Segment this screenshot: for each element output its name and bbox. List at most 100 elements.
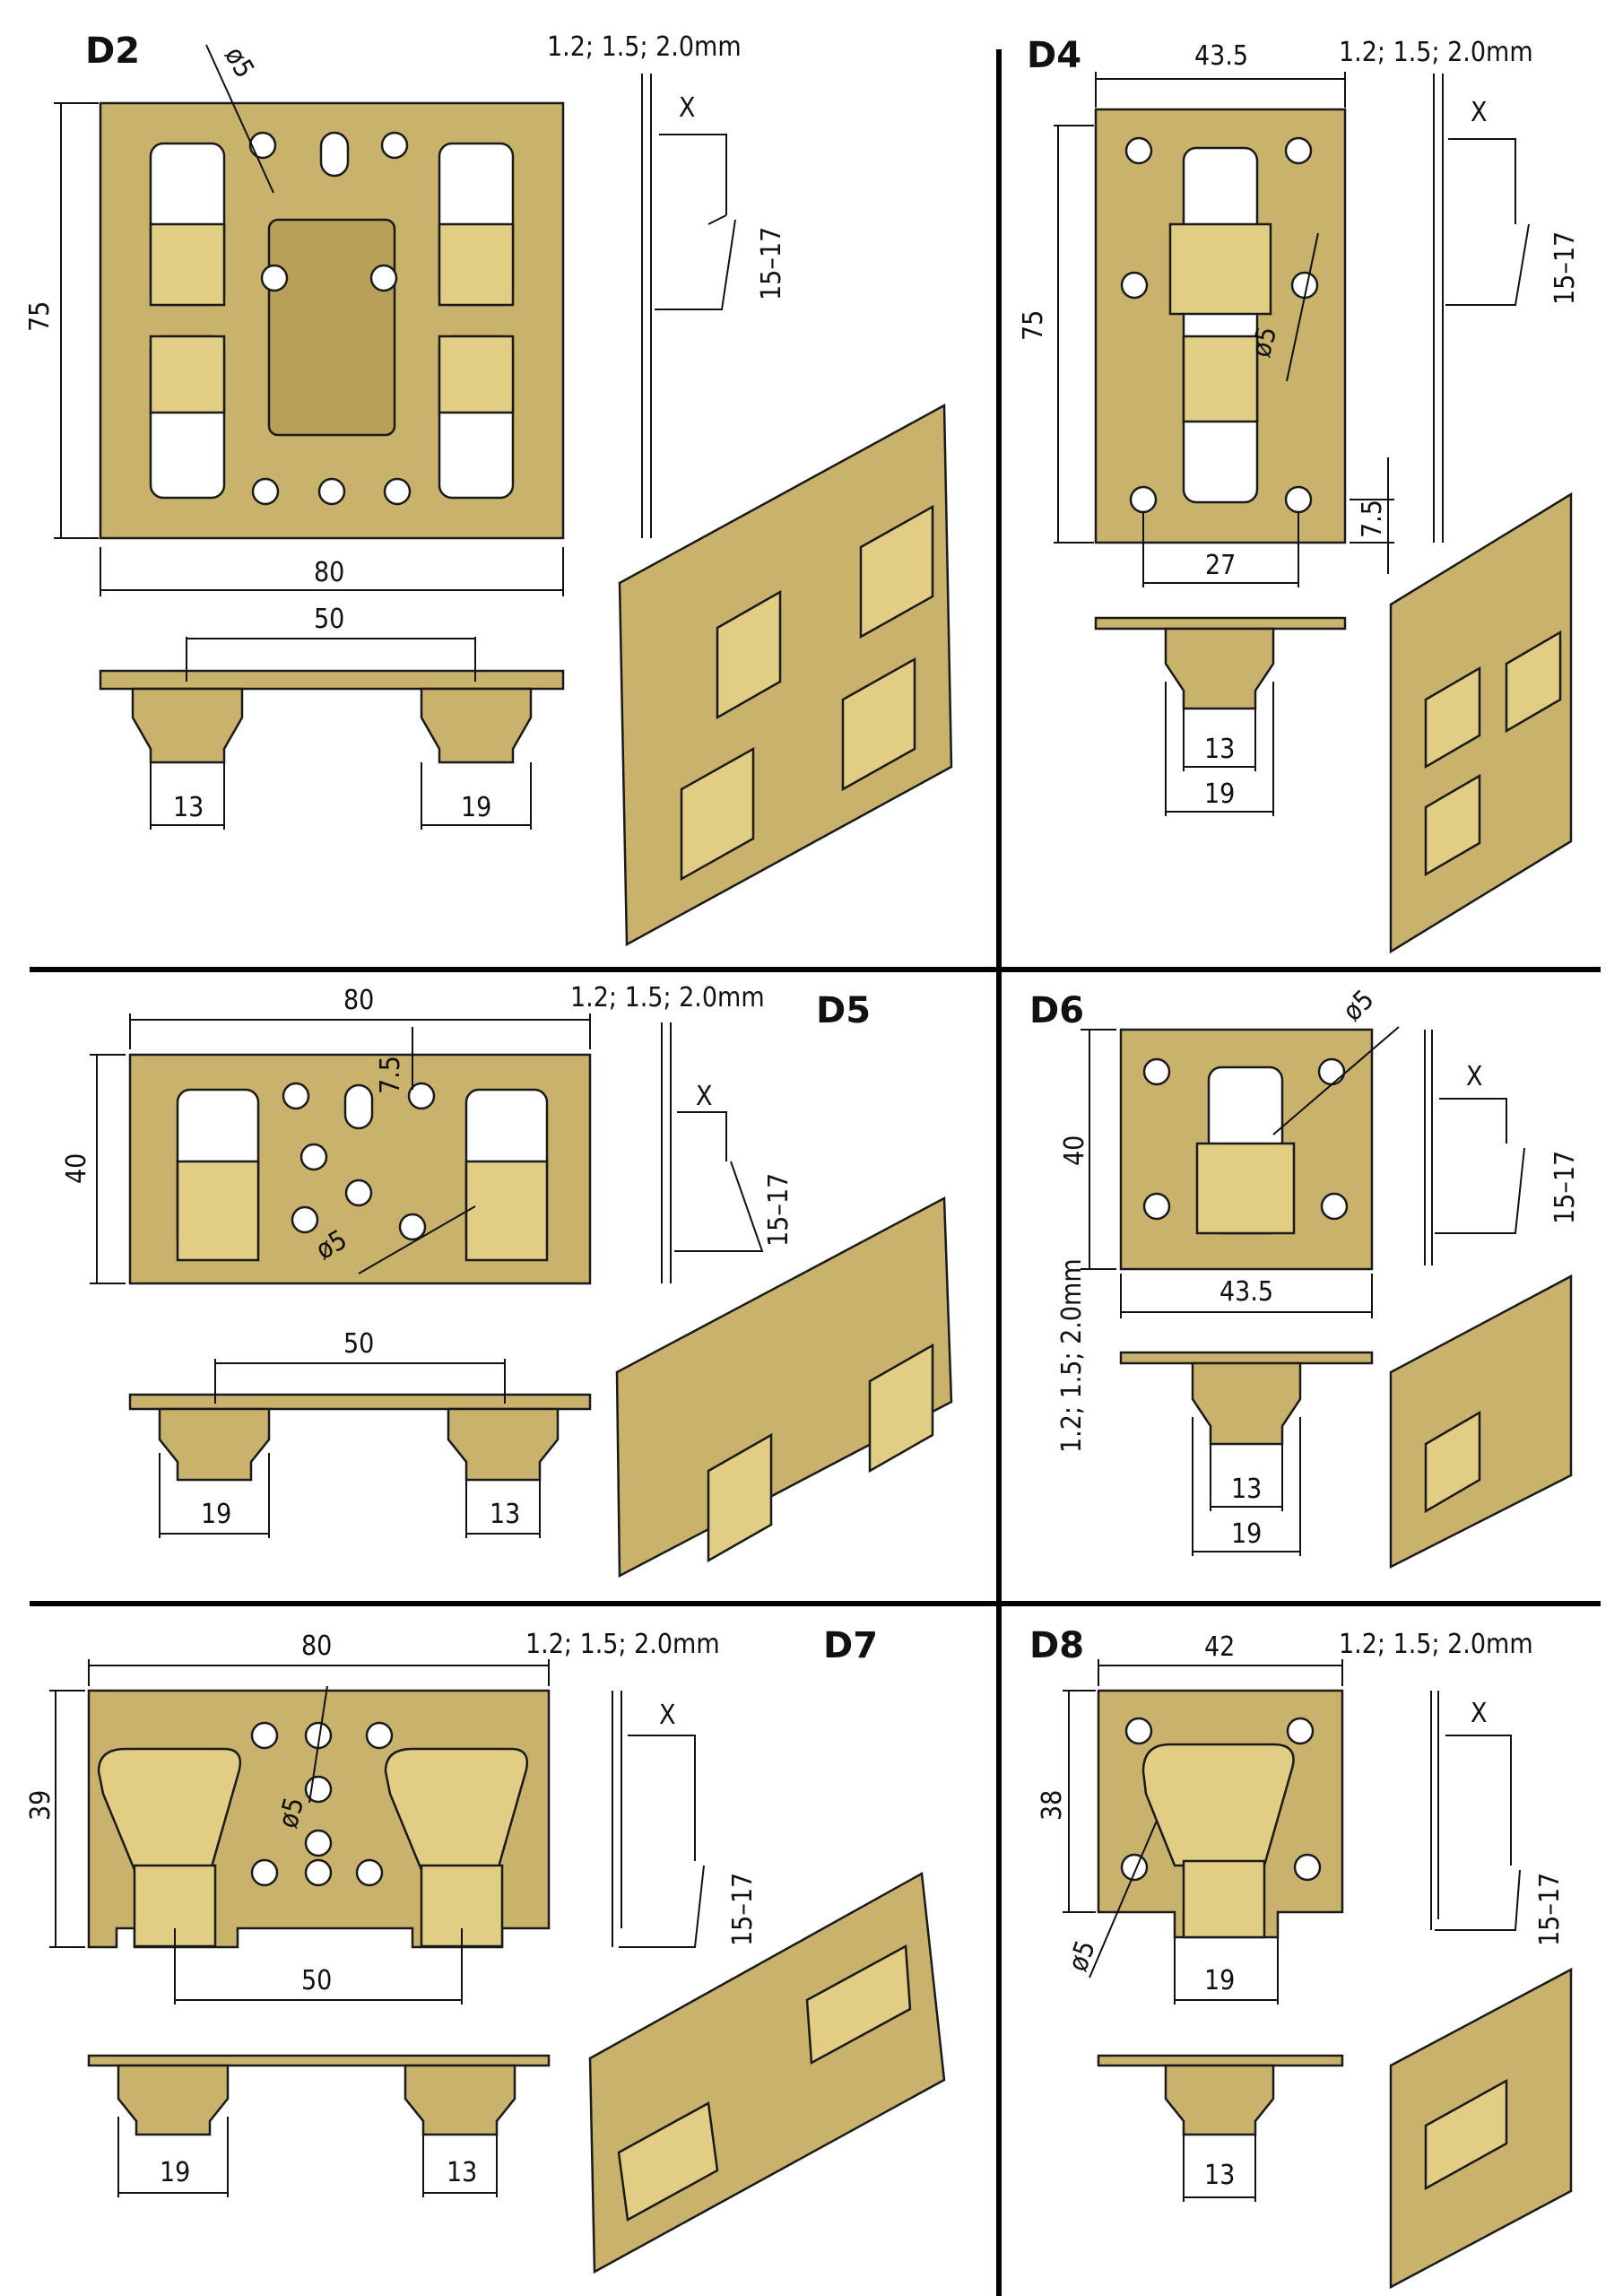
bend-dim: 15–17 xyxy=(763,1173,794,1247)
iso-clip xyxy=(1424,773,1481,877)
panel-title: D8 xyxy=(1029,1625,1084,1666)
clip-frame xyxy=(384,1747,529,1872)
height-dim: 38 xyxy=(1037,1790,1068,1821)
panel-d4: D4 43.5 75 27 7.5 ø5 1.2; 1.5; 2.0mm X 1… xyxy=(1018,35,1581,954)
iso-clip xyxy=(707,1432,773,1563)
side-view xyxy=(612,1691,705,1948)
hole xyxy=(383,477,412,506)
hole xyxy=(1284,136,1313,165)
isometric-view xyxy=(1389,491,1573,954)
x-dim: X xyxy=(1471,97,1488,128)
spacing-dim: 50 xyxy=(343,1328,374,1360)
iso-clip xyxy=(841,657,916,792)
bend-dim: 15–17 xyxy=(1549,1151,1581,1224)
foot-dim: 19 xyxy=(461,792,491,823)
hole xyxy=(304,1858,333,1887)
hole xyxy=(1124,1717,1153,1745)
thickness-dim: 1.2; 1.5; 2.0mm xyxy=(547,31,742,63)
clip xyxy=(438,335,515,414)
dimension-lines xyxy=(1183,2135,1256,2202)
panel-title: D7 xyxy=(823,1625,878,1666)
dimension-lines xyxy=(117,2117,498,2197)
width-dim: 43.5 xyxy=(1219,1276,1273,1308)
foot xyxy=(158,1407,271,1482)
hole xyxy=(407,1082,436,1110)
hole xyxy=(1320,1192,1349,1221)
dimension-lines xyxy=(1192,1417,1301,1556)
hole xyxy=(380,131,409,160)
hole xyxy=(248,131,277,160)
bend-dim: 15–17 xyxy=(1549,231,1581,305)
foot xyxy=(1164,2064,1275,2136)
iso-clip xyxy=(716,589,782,720)
dimension-lines xyxy=(1054,72,1394,587)
panel-d8: D8 42 38 ø5 19 1.2; 1.5; 2.0mm X 15–17 1… xyxy=(1029,1625,1573,2290)
panel-d5: D5 80 40 7.5 ø5 1.2; 1.5; 2.0mm X 15–17 … xyxy=(61,982,953,1578)
iso-clip xyxy=(805,1944,912,2066)
height-dim: 75 xyxy=(24,301,56,332)
foot xyxy=(1191,1361,1302,1446)
panel-title: D6 xyxy=(1029,990,1084,1031)
hole xyxy=(250,1721,279,1750)
height-dim: 75 xyxy=(1018,310,1049,341)
hole xyxy=(260,264,289,292)
hole xyxy=(299,1143,328,1171)
foot-dim: 19 xyxy=(1231,1518,1262,1550)
hole xyxy=(398,1213,427,1241)
hole xyxy=(1284,485,1313,514)
iso-clip xyxy=(868,1343,934,1474)
bottom-view-plate xyxy=(1097,2054,1344,2067)
foot-dim: 13 xyxy=(1231,1474,1262,1505)
panel-d7: D7 80 39 ø5 50 1.2; 1.5; 2.0mm X 15–17 1… xyxy=(25,1625,946,2274)
bottom-view-plate xyxy=(1119,1351,1374,1365)
center-rib xyxy=(267,218,396,437)
width-dim: 80 xyxy=(343,985,374,1016)
bend-dim: 15–17 xyxy=(756,227,787,300)
dimension-lines xyxy=(159,1359,541,1538)
oval-hole xyxy=(343,1083,374,1130)
slot xyxy=(1182,146,1259,504)
panel-title: D2 xyxy=(85,30,140,72)
thickness-dim: 1.2; 1.5; 2.0mm xyxy=(1339,1629,1533,1660)
isometric-view xyxy=(615,1196,953,1578)
clip xyxy=(1195,1142,1296,1235)
foot-dim: 19 xyxy=(201,1499,231,1530)
hole xyxy=(365,1721,394,1750)
foot xyxy=(420,687,533,764)
hole xyxy=(1120,1853,1149,1882)
spacing-dim: 50 xyxy=(314,604,344,635)
height-dim: 39 xyxy=(25,1790,56,1821)
panel-d2: D2 75 80 ø5 1.2; 1.5; 2.0mm X 15–17 50 1… xyxy=(24,30,953,947)
width-dim: 80 xyxy=(314,557,344,588)
dimension-lines xyxy=(54,44,564,596)
dimension-lines xyxy=(150,637,532,830)
x-dim: X xyxy=(696,1081,713,1112)
iso-clip xyxy=(1424,665,1481,770)
bottom-view-plate xyxy=(1094,616,1347,631)
hole xyxy=(344,1178,373,1207)
iso-clip xyxy=(859,504,934,639)
foot xyxy=(117,2064,230,2136)
hole xyxy=(1286,1717,1315,1745)
foot-dim: 19 xyxy=(160,2157,190,2188)
iso-clip xyxy=(1505,630,1562,734)
thickness-dim: 1.2; 1.5; 2.0mm xyxy=(1056,1258,1088,1453)
clip-frame xyxy=(97,1747,242,1872)
hole xyxy=(1142,1057,1171,1086)
spacing-dim: 50 xyxy=(301,1965,332,1996)
hole xyxy=(251,477,280,506)
dimension-lines xyxy=(1165,682,1274,816)
hole xyxy=(317,477,346,506)
foot-dim: 19 xyxy=(1204,1965,1235,1996)
clip xyxy=(176,1160,260,1262)
iso-clip xyxy=(1424,2078,1508,2191)
oval-hole xyxy=(319,131,350,178)
foot xyxy=(404,2064,516,2136)
dimension-lines xyxy=(90,1013,591,1284)
side-view xyxy=(1433,74,1530,543)
hole-dim: ø5 xyxy=(218,42,260,84)
hole xyxy=(1120,271,1149,300)
hole xyxy=(291,1205,319,1234)
bottom-view-plate xyxy=(99,669,565,691)
